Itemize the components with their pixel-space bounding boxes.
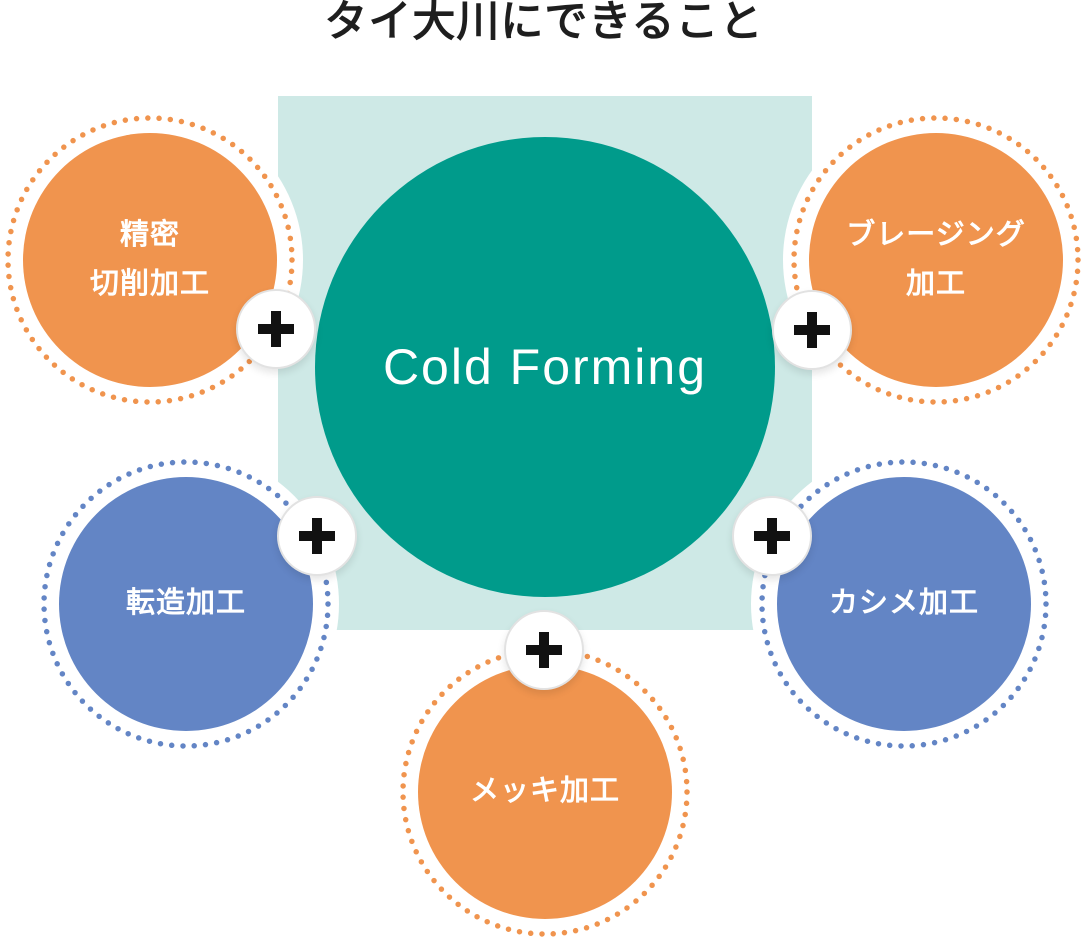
plus-button-bottom-center[interactable] xyxy=(504,610,584,690)
plus-icon xyxy=(258,311,294,347)
satellite-precision-cutting: 精密 切削加工 xyxy=(0,107,303,413)
satellite-brazing: ブレージング 加工 xyxy=(783,107,1088,413)
satellite-label: 転造加工 xyxy=(59,477,313,731)
plus-icon xyxy=(299,518,335,554)
satellite-label: カシメ加工 xyxy=(777,477,1031,731)
center-circle-label: Cold Forming xyxy=(382,339,708,395)
plus-icon xyxy=(794,312,830,348)
plus-icon xyxy=(754,518,790,554)
plus-button-bottom-left[interactable] xyxy=(277,496,357,576)
dotted-ring xyxy=(759,459,1049,749)
satellite-label: メッキ加工 xyxy=(418,665,672,919)
dotted-ring xyxy=(5,115,295,405)
satellite-crimping: カシメ加工 xyxy=(751,451,1057,757)
plus-button-top-right[interactable] xyxy=(772,290,852,370)
satellite-form-rolling: 転造加工 xyxy=(33,451,339,757)
plus-icon xyxy=(526,632,562,668)
plus-button-top-left[interactable] xyxy=(236,289,316,369)
satellite-label: ブレージング 加工 xyxy=(809,133,1063,387)
dotted-ring xyxy=(791,115,1081,405)
satellite-label: 精密 切削加工 xyxy=(23,133,277,387)
page-title: タイ大川にできること xyxy=(324,0,764,46)
dotted-ring xyxy=(41,459,331,749)
center-circle-cold-forming: Cold Forming xyxy=(315,137,775,597)
plus-button-bottom-right[interactable] xyxy=(732,496,812,576)
